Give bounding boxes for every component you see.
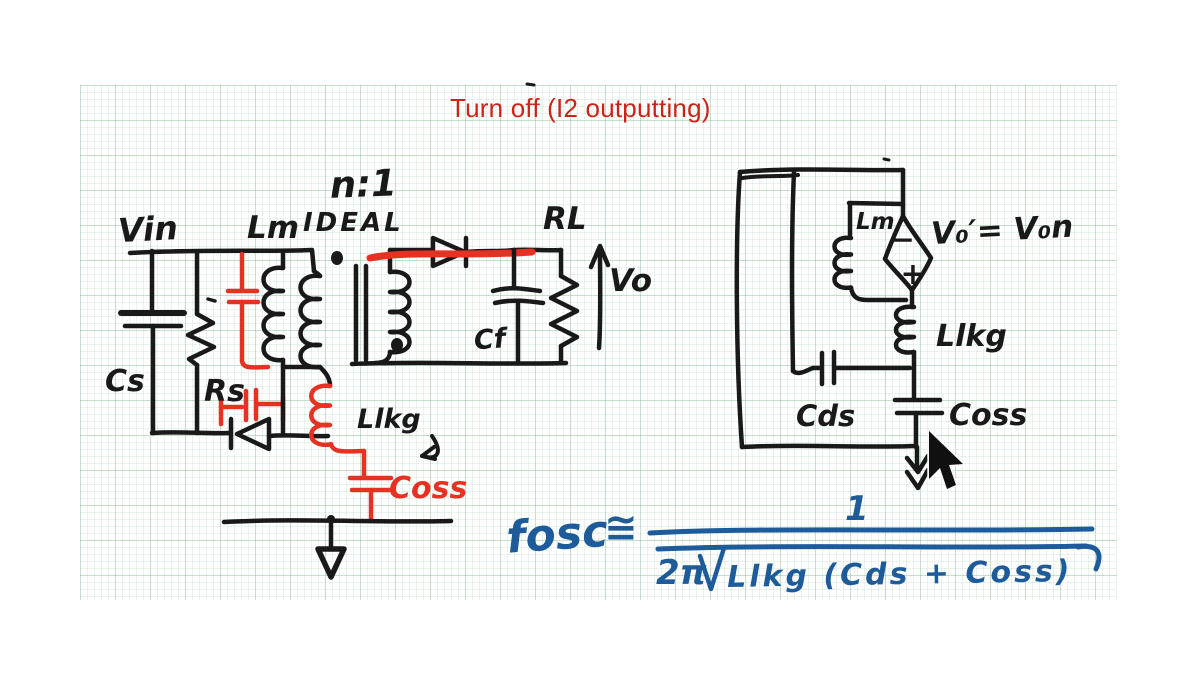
primary-dot (331, 251, 343, 265)
radical-overbar (655, 543, 1089, 552)
label-llkg-right: Llkg (936, 319, 1007, 354)
source-plus-sign: + (900, 257, 925, 292)
source-minus-sign: − (891, 223, 914, 256)
left-circuit: n:1 Vin Lm IDEAL RL Vo Cf Cs Rs Llkg Cos… (105, 82, 652, 580)
label-lm-right: Lm (856, 209, 895, 235)
lm-coil-right (832, 235, 854, 291)
down-arrow (904, 444, 931, 491)
right-top-rail (737, 167, 906, 175)
stray-mark (882, 157, 891, 162)
stray-mark (525, 82, 536, 87)
llkg-inductor-right (893, 304, 917, 355)
label-rs: Rs (204, 374, 245, 409)
fosc-formula: fosc ≅ 1 2π Llkg (Cds + Coss) (505, 489, 1102, 595)
primary-coil (298, 273, 323, 370)
fraction-bar (647, 526, 1095, 536)
label-turns-ratio: n:1 (329, 161, 397, 206)
lm-box (846, 200, 906, 238)
secondary-dot (391, 338, 403, 352)
slide-title: Turn off (I2 outputting) (450, 93, 711, 123)
left-bottom-rail (149, 430, 232, 436)
label-coss-right: Coss (949, 398, 1027, 433)
label-lm: Lm (247, 210, 299, 246)
cf-capacitor (490, 247, 546, 365)
lm-bottom-wire (848, 285, 909, 303)
right-left-vertical (734, 169, 745, 450)
label-vin: Vin (117, 208, 179, 250)
formula-radicand: Llkg (Cds + Coss) (727, 554, 1073, 595)
right-top-rail-overdraw (740, 173, 800, 180)
stray-mark (206, 297, 217, 303)
radical-check (697, 545, 727, 592)
ground-symbol (221, 515, 454, 580)
label-ideal: IDEAL (303, 208, 404, 238)
rs-resistor (185, 249, 217, 436)
label-vo: Vo (609, 263, 652, 299)
label-coss-red: Coss (389, 471, 467, 506)
formula-numerator: 1 (845, 489, 869, 529)
llkg-inductor-red (309, 383, 333, 447)
mouse-cursor-icon (927, 429, 965, 491)
label-cf: Cf (473, 323, 510, 356)
label-vo-equation: V₀′= V₀n (930, 209, 1074, 252)
label-cds: Cds (796, 399, 855, 433)
mosfet-body-diode (228, 416, 331, 452)
vo-arrow (588, 243, 611, 351)
coss-capacitor-right (892, 349, 945, 450)
formula-relation: ≅ (604, 505, 638, 551)
right-circuit: − + Lm V₀′= V₀n Llkg (734, 157, 1074, 491)
rl-resistor (548, 247, 580, 366)
radical-hook (1075, 543, 1102, 572)
secondary-coil (387, 269, 412, 355)
label-rl: RL (543, 201, 587, 237)
lm-inductor (261, 249, 321, 436)
right-bottom-rail (739, 443, 919, 450)
llkg-flourish (420, 434, 440, 461)
label-llkg: Llkg (357, 404, 421, 435)
formula-lhs: fosc (505, 506, 610, 564)
cds-capacitor (790, 349, 913, 387)
cs-capacitor (118, 248, 187, 436)
secondary-bottom-rail (349, 360, 569, 367)
label-cs: Cs (105, 364, 145, 399)
snubber-capacitor-red (225, 251, 271, 370)
right-inner-vertical (789, 169, 797, 374)
diode-off-strike-red (366, 248, 536, 262)
coss-capacitor-red (328, 441, 396, 523)
left-top-rail (127, 247, 317, 274)
formula-two-pi: 2π (656, 553, 707, 593)
dependent-source: − + (882, 167, 934, 310)
